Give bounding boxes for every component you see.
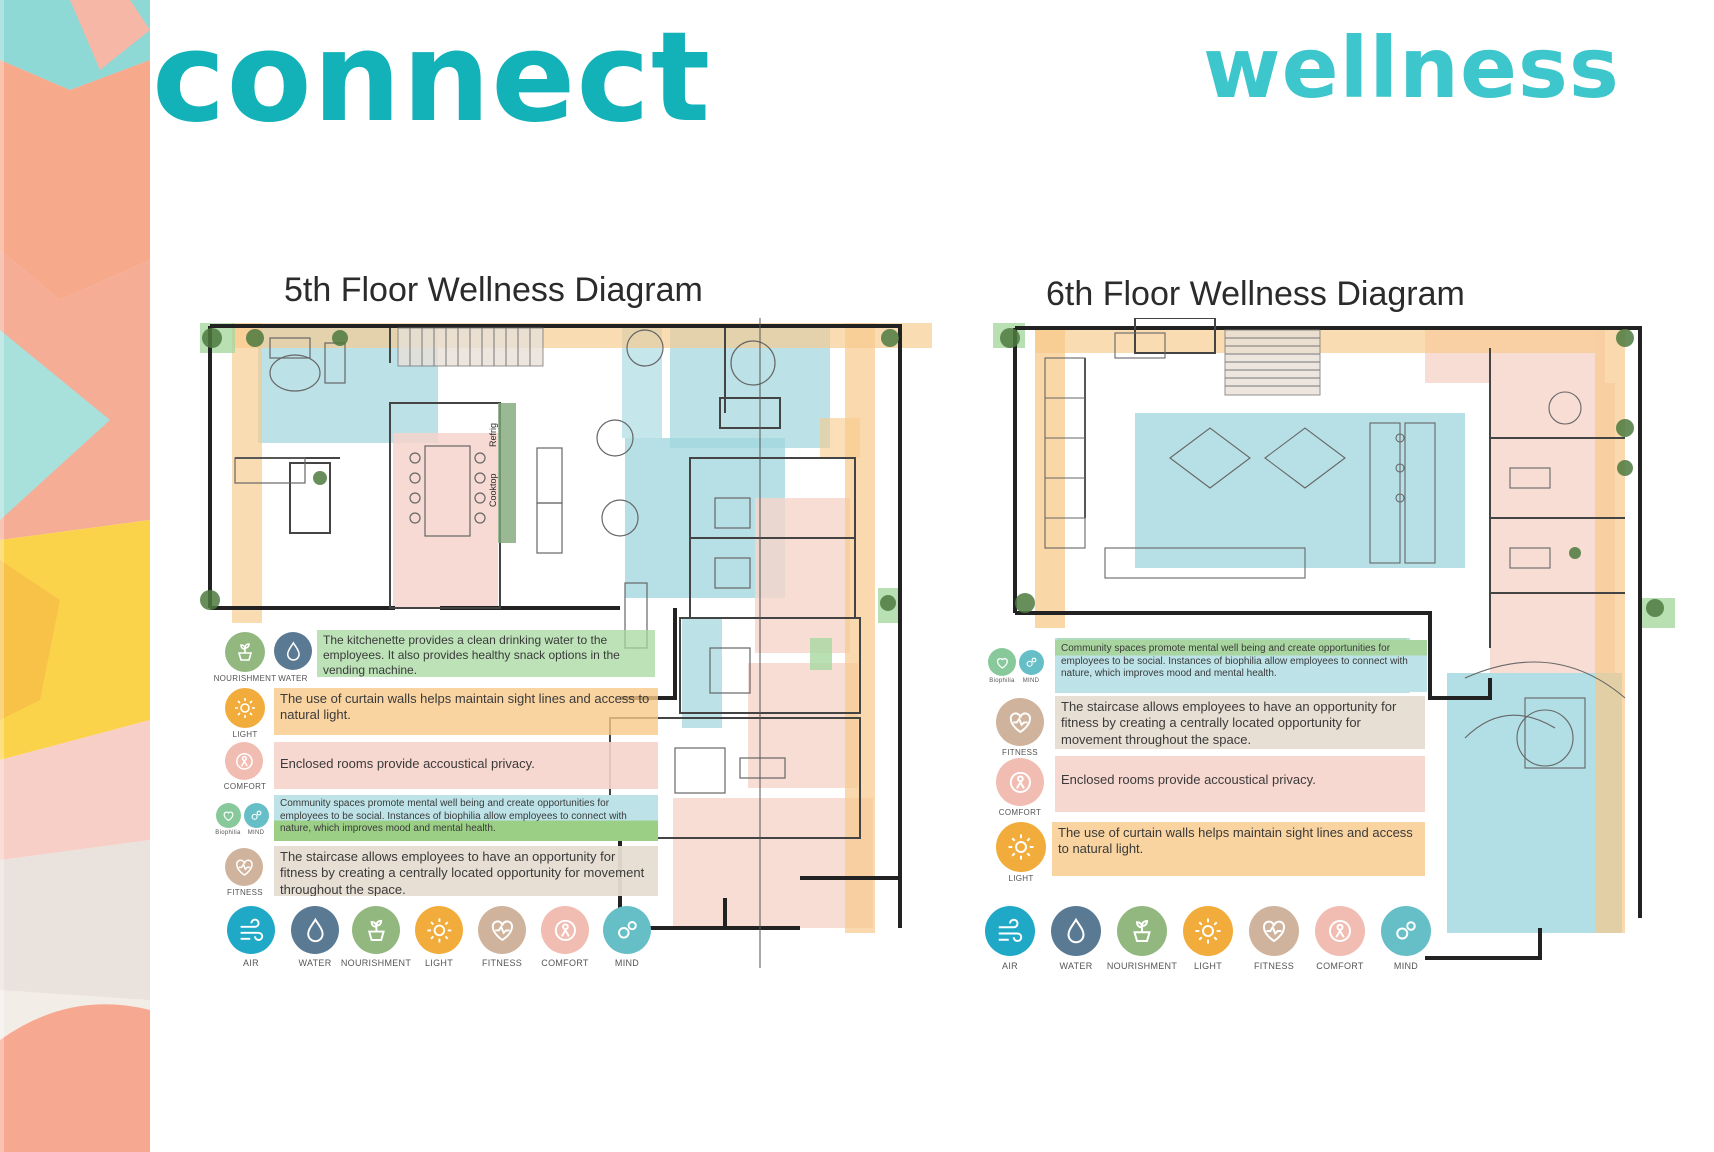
floor6-note-staircase: The staircase allows employees to have a… [1055, 696, 1425, 749]
light-icon-label: LIGHT [232, 730, 258, 739]
heart-pulse-icon [1249, 906, 1299, 956]
person-in-circle-icon [541, 906, 589, 954]
legend5-comfort-label: COMFORT [541, 958, 589, 968]
sun-icon [996, 822, 1046, 872]
cooktop-label: Cooktop [488, 473, 498, 507]
legend5-fitness-label: FITNESS [481, 958, 523, 968]
wind-icon [227, 906, 275, 954]
legend5-mind-label: MIND [614, 958, 640, 968]
floor6-light-label: LIGHT [1008, 874, 1034, 883]
floor6-note-curtain: The use of curtain walls helps maintain … [1052, 822, 1425, 876]
wind-icon [985, 906, 1035, 956]
legend5-light-label: LIGHT [424, 958, 454, 968]
gears-icon [603, 906, 651, 954]
legend6-air-label: AIR [1002, 961, 1018, 971]
gears-icon [1019, 650, 1044, 675]
heart-pulse-icon [996, 698, 1044, 746]
gears-icon [1381, 906, 1431, 956]
floor6-plan-drawing [993, 318, 1675, 960]
heart-leaf-icon [988, 648, 1016, 676]
floor6-title: 6th Floor Wellness Diagram [1046, 275, 1465, 313]
plant-pot-icon [352, 906, 400, 954]
legend6-mind-label: MIND [1393, 961, 1419, 971]
legend6-nourishment-label: NOURISHMENT [1106, 961, 1178, 971]
refrig-label: Refrig [488, 423, 498, 447]
brand-connect-wordmark: connect [152, 6, 712, 150]
floor5-plan: Refrig Cooktop [200, 318, 950, 978]
nourishment-icon-label: NOURISHMENT [213, 674, 277, 683]
floor6-note-community: Community spaces promote mental well bei… [1055, 640, 1427, 692]
floor5-note-curtain: The use of curtain walls helps maintain … [274, 688, 658, 735]
legend6-comfort-label: COMFORT [1316, 961, 1364, 971]
biophilia-icon-label: Biophilia [215, 830, 241, 836]
mind-icon-label: MIND [247, 830, 265, 836]
floor6-plan [985, 318, 1705, 978]
legend5-nourishment-label: NOURISHMENT [340, 958, 412, 968]
decorative-pattern-strip [0, 0, 150, 1152]
pastel-shapes-graphic [0, 0, 150, 1152]
floor5-note-kitchenette: The kitchenette provides a clean drinkin… [317, 630, 655, 677]
legend6-light-label: LIGHT [1193, 961, 1223, 971]
floor5-note-community: Community spaces promote mental well bei… [274, 795, 658, 841]
legend5-water-label: WATER [298, 958, 332, 968]
sun-icon [225, 688, 265, 728]
floor6-biophilia-label: Biophilia [989, 678, 1015, 684]
floor5-plan-drawing: Refrig Cooktop [200, 318, 932, 968]
heart-leaf-icon [216, 803, 241, 828]
sun-icon [1183, 906, 1233, 956]
floor5-title: 5th Floor Wellness Diagram [284, 271, 703, 309]
person-in-circle-icon [996, 758, 1044, 806]
nourishment-icon [225, 632, 265, 672]
person-in-circle-icon [1315, 906, 1365, 956]
water-drop-icon [1051, 906, 1101, 956]
floor6-note-enclosed: Enclosed rooms provide accoustical priva… [1055, 756, 1425, 812]
brand-wellness-wordmark: wellness [1203, 19, 1620, 117]
legend5-air-label: AIR [243, 958, 259, 968]
person-in-circle-icon [225, 742, 263, 780]
floor5-note-staircase: The staircase allows employees to have a… [274, 846, 658, 896]
floor5-note-enclosed: Enclosed rooms provide accoustical priva… [274, 742, 658, 789]
heart-pulse-icon [478, 906, 526, 954]
gears-icon [244, 803, 269, 828]
floor6-mind-label: MIND [1022, 678, 1040, 684]
water-icon-label: WATER [278, 674, 308, 683]
legend6-fitness-label: FITNESS [1253, 961, 1295, 971]
water-drop-icon [291, 906, 339, 954]
floor6-fitness-label: FITNESS [1002, 748, 1038, 757]
legend6-water-label: WATER [1059, 961, 1093, 971]
plant-pot-icon [1117, 906, 1167, 956]
heart-pulse-icon [225, 848, 263, 886]
floor6-comfort-label: COMFORT [998, 808, 1042, 817]
sun-icon [415, 906, 463, 954]
comfort-icon-label: COMFORT [223, 782, 267, 791]
fitness-icon-label: FITNESS [227, 888, 263, 897]
water-drop-icon [274, 632, 312, 670]
